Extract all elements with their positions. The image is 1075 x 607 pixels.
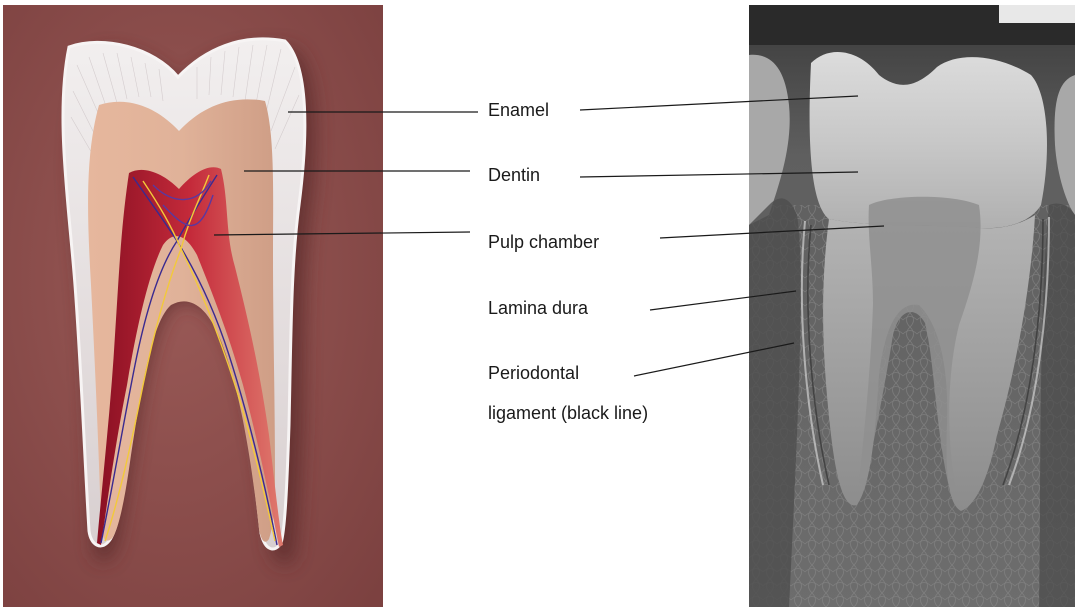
- enamel-right-leader: [580, 96, 858, 110]
- label-lamina-dura: Lamina dura: [488, 296, 588, 320]
- pulp-right-leader: [660, 226, 884, 238]
- label-dentin: Dentin: [488, 163, 540, 187]
- label-periodontal: Periodontal: [488, 361, 579, 385]
- label-enamel: Enamel: [488, 98, 549, 122]
- periodontal-leader: [634, 343, 794, 376]
- label-ligament: ligament (black line): [488, 402, 658, 425]
- pulp-left-leader: [214, 232, 470, 235]
- label-pulp-chamber: Pulp chamber: [488, 230, 599, 254]
- dentin-right-leader: [580, 172, 858, 177]
- lamina-dura-leader: [650, 291, 796, 310]
